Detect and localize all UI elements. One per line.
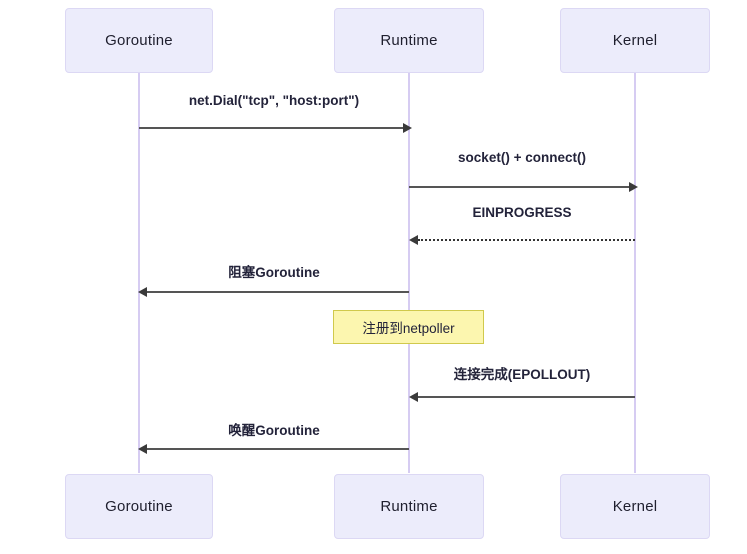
message-arrowhead-socket-connect — [629, 182, 638, 192]
message-line-connect-complete — [418, 396, 635, 398]
participant-box-kernel-bottom[interactable]: Kernel — [560, 474, 710, 539]
message-label-connect-complete: 连接完成(EPOLLOUT) — [453, 367, 591, 382]
message-arrowhead-connect-complete — [409, 392, 418, 402]
participant-label-goroutine-top: Goroutine — [105, 32, 173, 49]
participant-label-runtime-bottom: Runtime — [380, 498, 438, 515]
message-arrowhead-wake-goroutine — [138, 444, 147, 454]
message-label-net-dial: net.Dial("tcp", "host:port") — [188, 93, 360, 108]
message-line-einprogress — [418, 239, 635, 241]
message-line-block-goroutine — [147, 291, 409, 293]
message-line-socket-connect — [409, 186, 629, 188]
note-register-netpoller: 注册到netpoller — [333, 310, 484, 344]
message-label-wake-goroutine: 唤醒Goroutine — [228, 423, 320, 438]
participant-box-goroutine-bottom[interactable]: Goroutine — [65, 474, 213, 539]
participant-box-kernel-top[interactable]: Kernel — [560, 8, 710, 73]
participant-label-kernel-top: Kernel — [612, 32, 658, 49]
participant-box-goroutine-top[interactable]: Goroutine — [65, 8, 213, 73]
message-label-einprogress: EINPROGRESS — [472, 205, 572, 220]
lifeline-kernel — [634, 73, 636, 473]
participant-box-runtime-bottom[interactable]: Runtime — [334, 474, 484, 539]
message-line-net-dial — [139, 127, 403, 129]
message-arrowhead-net-dial — [403, 123, 412, 133]
message-arrowhead-block-goroutine — [138, 287, 147, 297]
participant-label-goroutine-bottom: Goroutine — [105, 498, 173, 515]
participant-label-kernel-bottom: Kernel — [612, 498, 658, 515]
message-label-block-goroutine: 阻塞Goroutine — [228, 265, 320, 280]
message-arrowhead-einprogress — [409, 235, 418, 245]
lifeline-runtime — [408, 73, 410, 473]
participant-label-runtime-top: Runtime — [380, 32, 438, 49]
note-label-register-netpoller: 注册到netpoller — [362, 321, 455, 336]
lifeline-goroutine — [138, 73, 140, 473]
participant-box-runtime-top[interactable]: Runtime — [334, 8, 484, 73]
message-label-socket-connect: socket() + connect() — [458, 150, 586, 165]
message-line-wake-goroutine — [147, 448, 409, 450]
